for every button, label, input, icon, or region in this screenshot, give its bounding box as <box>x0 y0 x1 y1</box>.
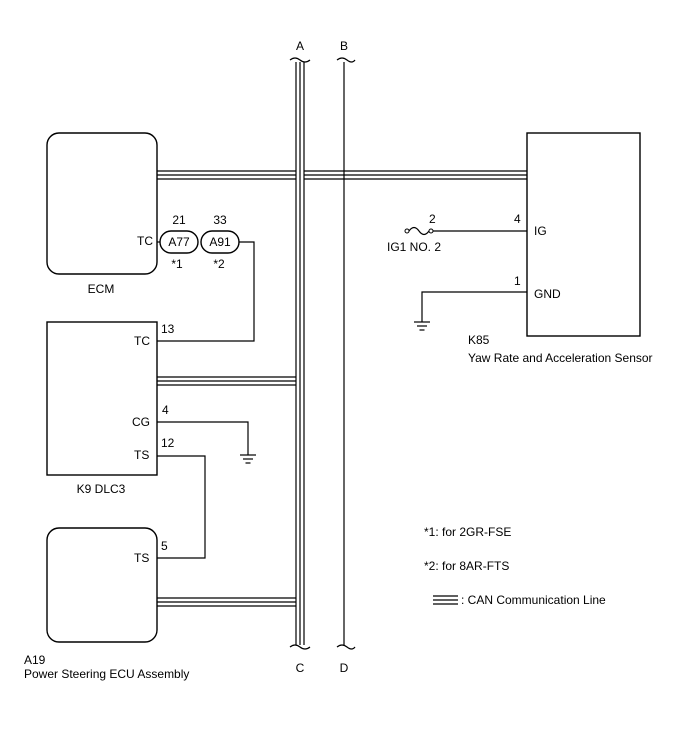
dlc3-pin-tc-num: 13 <box>161 322 175 336</box>
connector-a77-label: A77 <box>168 235 190 249</box>
legend-note-2: *2: for 8AR-FTS <box>424 559 509 573</box>
sensor-pin-ig: IG <box>534 224 547 238</box>
sensor-pin-gnd: GND <box>534 287 561 301</box>
dlc3-pin-cg-num: 4 <box>162 403 169 417</box>
legend-can-line: : CAN Communication Line <box>461 593 606 607</box>
dlc3-pin-ts-num: 12 <box>161 436 175 450</box>
bus-label-d: D <box>340 661 349 675</box>
ground-symbol-dlc3 <box>240 454 256 464</box>
ecm-box <box>46 132 158 275</box>
dlc3-pin-ts: TS <box>134 448 149 462</box>
ps-ecu-code: A19 <box>24 653 46 667</box>
wire-cg <box>157 421 249 455</box>
connector-a91-note: *2 <box>213 257 225 271</box>
dlc3-box <box>46 321 158 476</box>
can-bus-a <box>289 57 311 650</box>
ground-symbol-sensor <box>414 321 430 331</box>
fuse-pin: 2 <box>429 212 436 226</box>
wire-ts <box>157 455 206 559</box>
dlc3-pin-tc: TC <box>134 334 150 348</box>
sensor-box <box>526 132 641 337</box>
bus-label-c: C <box>296 661 305 675</box>
can-line-ecm-sensor <box>157 170 527 180</box>
dlc3-name: K9 DLC3 <box>77 482 126 496</box>
ps-ecu-pin-ts-num: 5 <box>161 539 168 553</box>
can-line-ps-ecu <box>157 597 296 607</box>
ecm-name: ECM <box>88 282 115 296</box>
wire-gnd <box>421 291 527 322</box>
line-b-d <box>336 57 356 650</box>
ps-ecu-pin-ts: TS <box>134 551 149 565</box>
ps-ecu-name: Power Steering ECU Assembly <box>24 667 189 681</box>
connector-a91-pin: 33 <box>213 213 227 227</box>
sensor-pin-gnd-num: 1 <box>514 274 521 288</box>
sensor-code: K85 <box>468 333 490 347</box>
bus-label-b: B <box>340 39 348 53</box>
can-line-dlc3 <box>157 376 296 386</box>
can-line-legend-icon <box>433 595 458 605</box>
connector-a77-pin: 21 <box>172 213 186 227</box>
dlc3-pin-cg: CG <box>132 415 150 429</box>
sensor-name: Yaw Rate and Acceleration Sensor <box>468 351 653 365</box>
ps-ecu-box <box>46 527 158 643</box>
bus-label-a: A <box>296 39 304 53</box>
legend-note-1: *1: for 2GR-FSE <box>424 525 511 539</box>
ecm-pin-tc: TC <box>137 234 153 248</box>
fuse-label: IG1 NO. 2 <box>387 240 441 254</box>
fuse-icon <box>404 226 434 236</box>
wire-tc <box>157 241 255 342</box>
sensor-pin-ig-num: 4 <box>514 212 521 226</box>
connector-a91-label: A91 <box>209 235 231 249</box>
connector-a77-note: *1 <box>171 257 183 271</box>
